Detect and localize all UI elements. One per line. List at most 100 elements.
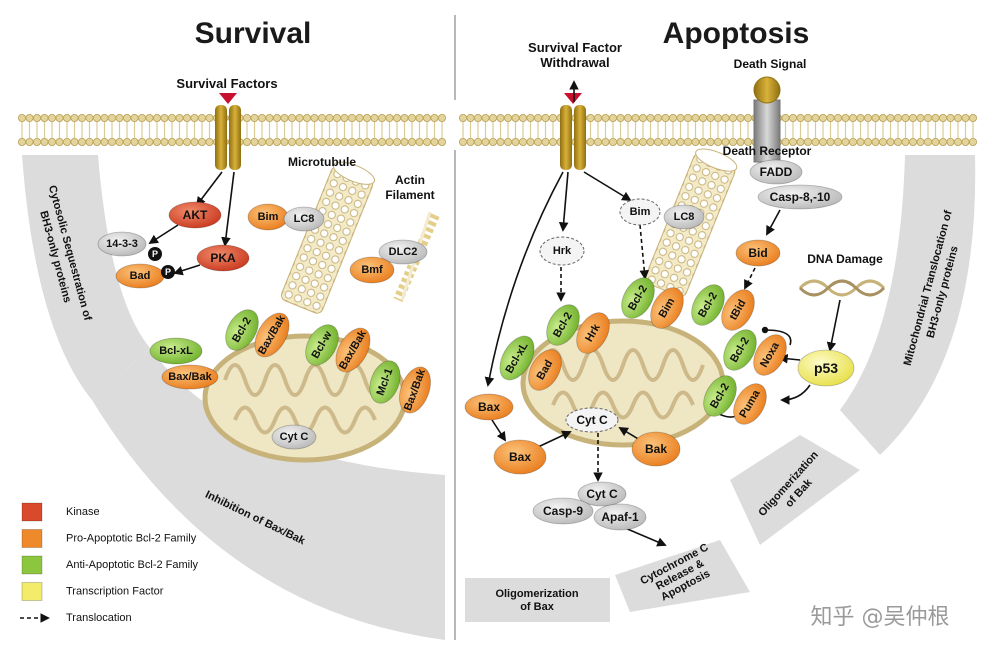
lipid-head [631,114,640,123]
lipid-head [594,137,603,146]
lipid-head [407,137,416,146]
lipid-head [295,137,304,146]
node-shape [753,334,787,376]
lipid-head [616,137,625,146]
node-shape [631,431,681,467]
arrows [148,80,841,547]
lipid-head [609,114,618,123]
lipid-head [63,137,72,146]
lipid-head [317,137,326,146]
lipid-head [931,137,940,146]
lipid-head [924,137,933,146]
node-casp9: Casp-9 [532,497,594,525]
lipid-head [706,114,715,123]
lipid-head [849,137,858,146]
node-p1433: 14-3-3 [97,231,147,257]
node-bax-olig: Bax [493,439,547,475]
node-shape [493,439,547,475]
lipid-head [586,114,595,123]
node-shape [378,239,428,265]
node-shape [691,284,725,326]
node-bclw: Bcl-w [305,324,339,366]
node-shape [196,244,250,272]
lipid-head [639,137,648,146]
lipid-head [519,114,528,123]
node-apaf1: Apaf-1 [593,503,647,531]
lipid-head [886,137,895,146]
lipid-head [534,137,543,146]
lipid-head [916,114,925,123]
lipid-head [669,114,678,123]
node-label: Bax/Bak [168,371,212,383]
lipid-head [145,137,154,146]
lipid-head [430,137,439,146]
microtubule-left [280,161,376,314]
node-label: Bcl-xL [159,345,193,357]
lipid-head [70,114,79,123]
survival-receptor-left [215,93,241,170]
lipid-head [744,114,753,123]
lipid-head [901,114,910,123]
lipid-head [93,137,102,146]
lipid-head [272,137,281,146]
lipid-head [819,114,828,123]
lipid-head [488,114,497,123]
node-bid: Bid [735,239,781,267]
node-shape [621,277,655,319]
node-baxbak-3: Bax/Bak [161,364,219,390]
lipid-head [676,137,685,146]
lipid-head [946,137,955,146]
node-mcl1: Mcl-1 [369,360,401,404]
lipid-head [654,114,663,123]
lipid-head [108,114,117,123]
lipid-head [332,137,341,146]
label-sf-withdrawal-1: Survival Factor [528,40,622,55]
lipid-head [856,137,865,146]
node-label: Cyt C [576,413,608,427]
lipid-head [924,114,933,123]
lipid-head [714,137,723,146]
node-shape [532,497,594,525]
lipid-head [287,137,296,146]
legend-label: Translocation [66,612,132,624]
lipid-head [100,137,109,146]
lipid-head [175,137,184,146]
lipid-head [25,114,34,123]
lipid-head [302,137,311,146]
lipid-head [257,114,266,123]
lipid-head [160,137,169,146]
node-hrk-r: Hrk [576,312,610,354]
lipid-head [340,137,349,146]
lipid-head [78,137,87,146]
lipid-head [684,137,693,146]
lipid-head [691,137,700,146]
lipid-head [422,114,431,123]
band-label-olig-bax-2: of Bax [520,601,555,613]
node-dlc2: DLC2 [378,239,428,265]
lipid-head [415,137,424,146]
lipid-head [355,137,364,146]
lipid-head [422,137,431,146]
node-hrk-c: Hrk [539,236,585,266]
lipid-head [242,137,251,146]
node-label: Cyt C [586,487,618,501]
node-bcl2-r2: Bcl-2 [621,277,655,319]
node-bim-c: Bim [619,198,661,226]
lipid-head [108,137,117,146]
label-death-signal: Death Signal [734,57,807,71]
lipid-head [601,137,610,146]
node-p53: p53 [797,349,855,387]
lipid-head [954,137,963,146]
node-lc8-l: LC8 [283,206,325,232]
lipid-head [519,137,528,146]
lipid-head [676,114,685,123]
node-bad-r: Bad [528,349,562,391]
lipid-head [834,137,843,146]
lipid-head [63,114,72,123]
lipid-head [130,114,139,123]
cell-membrane-left [17,114,446,146]
lipid-head [55,114,64,123]
lipid-head [601,114,610,123]
lipid-head [377,137,386,146]
node-shape [97,231,147,257]
